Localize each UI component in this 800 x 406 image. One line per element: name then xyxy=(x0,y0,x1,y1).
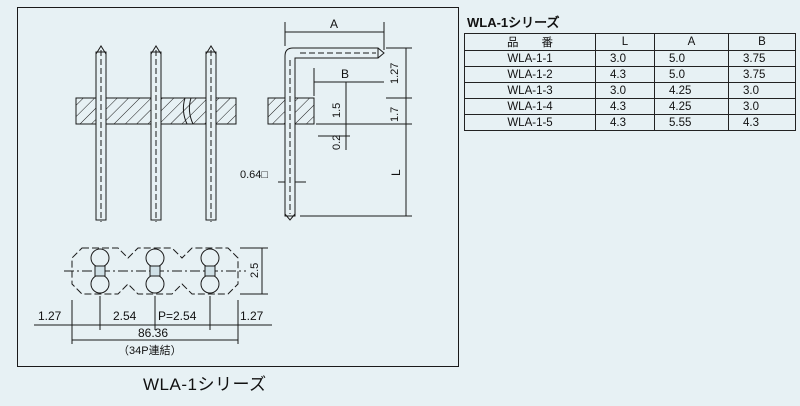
table-header-row: 品 番 L A B xyxy=(464,33,796,51)
cell-part: WLA-1-2 xyxy=(464,66,596,83)
dim-1-7: 1.7 xyxy=(389,107,401,122)
dim-1-27: 1.27 xyxy=(389,63,401,84)
bottom-view xyxy=(34,247,272,344)
cell-a: 5.0 xyxy=(654,50,729,67)
cell-part: WLA-1-5 xyxy=(464,114,596,131)
table-title: WLA-1シリーズ xyxy=(467,15,560,30)
dim-2-5: 2.5 xyxy=(249,263,261,278)
pin-3 xyxy=(205,45,217,222)
dim-bottom-1-27-left: 1.27 xyxy=(38,309,62,323)
cell-b: 3.0 xyxy=(728,82,796,99)
dim-a: A xyxy=(330,17,338,31)
table-row: WLA-1-5 4.3 5.55 4.3 xyxy=(464,114,796,131)
cell-b: 4.3 xyxy=(728,114,796,131)
cell-b: 3.0 xyxy=(728,98,796,115)
dim-bottom-1-27-right: 1.27 xyxy=(240,309,264,323)
table-row: WLA-1-3 3.0 4.25 3.0 xyxy=(464,82,796,99)
dim-0-2: 0.2 xyxy=(331,135,343,150)
pin-1 xyxy=(95,45,107,222)
spec-table: 品 番 L A B WLA-1-1 3.0 5.0 3.75 WLA-1-2 4… xyxy=(464,33,796,131)
cell-a: 5.55 xyxy=(654,114,729,131)
dim-b: B xyxy=(341,67,349,81)
cell-b: 3.75 xyxy=(728,50,796,67)
header-b: B xyxy=(728,33,796,51)
dim-bottom-2-54: 2.54 xyxy=(113,309,137,323)
cell-a: 5.0 xyxy=(654,66,729,83)
cell-l: 3.0 xyxy=(595,50,655,67)
cell-b: 3.75 xyxy=(728,66,796,83)
cell-part: WLA-1-1 xyxy=(464,50,596,67)
cell-l: 4.3 xyxy=(595,98,655,115)
side-view xyxy=(267,22,412,221)
table-row: WLA-1-2 4.3 5.0 3.75 xyxy=(464,66,796,83)
dim-pitch: P=2.54 xyxy=(158,309,197,323)
cell-l: 4.3 xyxy=(595,114,655,131)
dim-1-5: 1.5 xyxy=(331,103,343,118)
dim-0-64: 0.64□ xyxy=(240,169,268,181)
cell-part: WLA-1-3 xyxy=(464,82,596,99)
cell-l: 3.0 xyxy=(595,82,655,99)
header-l: L xyxy=(595,33,655,51)
header-a: A xyxy=(654,33,729,51)
figure-caption: WLA-1シリーズ xyxy=(143,375,267,394)
dim-total: 86.36 xyxy=(138,326,168,340)
pin-2 xyxy=(150,45,162,222)
header-part-number: 品 番 xyxy=(464,33,596,51)
cell-l: 4.3 xyxy=(595,66,655,83)
table-row: WLA-1-1 3.0 5.0 3.75 xyxy=(464,50,796,67)
table-row: WLA-1-4 4.3 4.25 3.0 xyxy=(464,98,796,115)
cell-part: WLA-1-4 xyxy=(464,98,596,115)
front-view xyxy=(75,45,237,222)
dim-total-note: （34P連結） xyxy=(118,343,182,357)
cell-a: 4.25 xyxy=(654,82,729,99)
dim-l: L xyxy=(389,169,403,176)
cell-a: 4.25 xyxy=(654,98,729,115)
